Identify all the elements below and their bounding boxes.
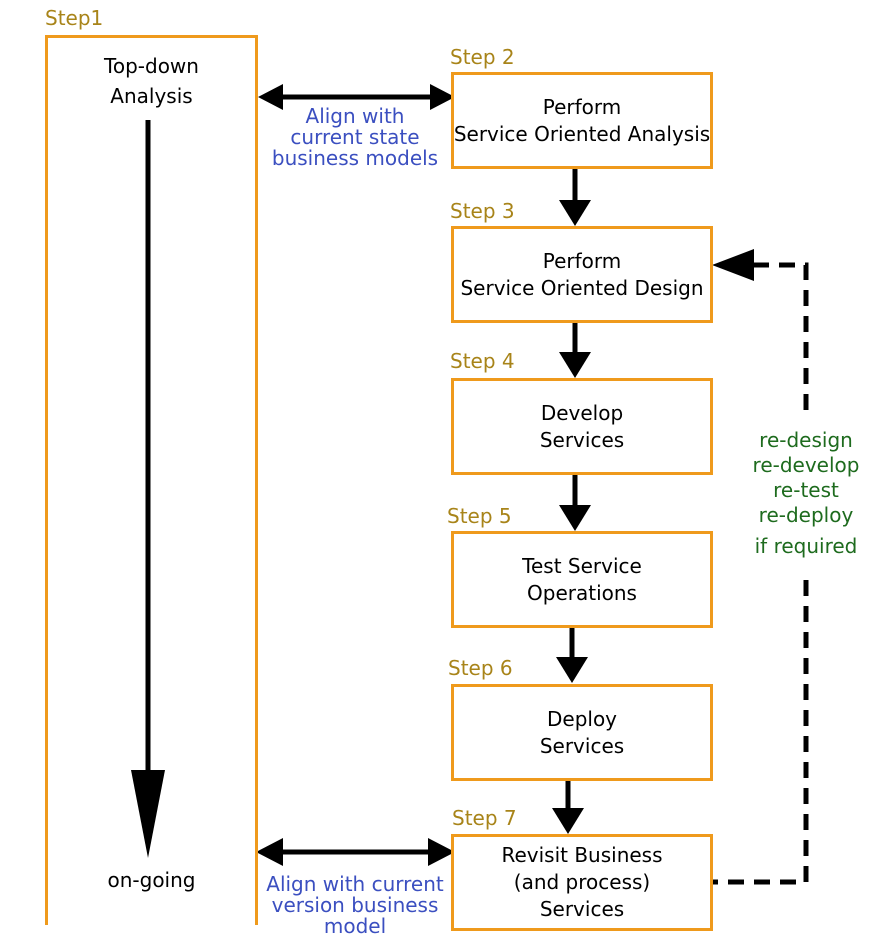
step7-line1: Revisit Business xyxy=(501,843,663,867)
step7-line3: Services xyxy=(539,897,625,921)
align-bottom-line2: version business xyxy=(271,893,439,917)
flow-arrow-5-6 xyxy=(556,628,588,683)
align-bottom-label: Align with current version business mode… xyxy=(262,874,448,937)
flow-arrow-2-3 xyxy=(559,168,591,226)
step1-title-line2: Analysis xyxy=(110,84,193,108)
loop-redevelop: re-develop xyxy=(752,453,860,477)
step7-box: Revisit Business (and process) Services xyxy=(451,834,713,931)
bottom-double-arrow-left-head xyxy=(256,838,283,866)
top-double-arrow-left-head xyxy=(258,84,283,110)
step5-line1: Test Service xyxy=(522,553,642,578)
feedback-loop-label: re-design re-develop re-test re-deploy i… xyxy=(738,428,874,559)
feedback-loop-arrow-head xyxy=(712,249,754,281)
feedback-loop-upper xyxy=(752,262,809,410)
step1-label: Step1 xyxy=(45,6,104,30)
flow-arrow-3-4 xyxy=(559,322,591,378)
timeline-arrow-head xyxy=(131,770,165,858)
step2-line2: Service Oriented Analysis xyxy=(453,121,711,146)
align-bottom-line3: model xyxy=(323,914,387,938)
step6-line2: Services xyxy=(539,733,625,758)
top-double-arrow-right-head xyxy=(430,84,455,110)
step3-line1: Perform xyxy=(542,248,622,273)
step1-title-line1: Top-down xyxy=(104,54,199,78)
loop-if-required: if required xyxy=(754,534,858,558)
step4-line1: Develop xyxy=(540,400,624,425)
step2-box: Perform Service Oriented Analysis xyxy=(451,72,713,169)
step7-label: Step 7 xyxy=(452,806,517,830)
step7-line2: (and process) xyxy=(513,870,651,894)
step1-ongoing: on-going xyxy=(107,868,196,892)
align-top-line3: business models xyxy=(271,146,439,170)
align-top-label: Align with current state business models xyxy=(266,106,444,169)
step4-line2: Services xyxy=(539,427,625,452)
align-top-line2: current state xyxy=(290,125,420,149)
loop-redeploy: re-deploy xyxy=(758,503,854,527)
loop-redesign: re-design xyxy=(759,428,853,452)
step2-label: Step 2 xyxy=(450,45,515,69)
loop-retest: re-test xyxy=(773,478,839,502)
align-bottom-line1: Align with current xyxy=(266,872,444,896)
step1-title: Top-down Analysis xyxy=(48,51,255,111)
feedback-loop-lower xyxy=(712,580,809,885)
step6-box: Deploy Services xyxy=(451,684,713,781)
step6-label: Step 6 xyxy=(448,656,513,680)
step4-box: Develop Services xyxy=(451,378,713,475)
step3-line2: Service Oriented Design xyxy=(460,275,704,300)
step5-box: Test Service Operations xyxy=(451,531,713,628)
step6-line1: Deploy xyxy=(546,706,618,731)
step4-label: Step 4 xyxy=(450,349,515,373)
step3-box: Perform Service Oriented Design xyxy=(451,226,713,323)
flow-arrow-6-7 xyxy=(552,780,584,834)
step1-bottom-text: on-going xyxy=(48,865,255,895)
step3-label: Step 3 xyxy=(450,199,515,223)
step5-label: Step 5 xyxy=(447,504,512,528)
flow-arrow-4-5 xyxy=(559,475,591,531)
step2-line1: Perform xyxy=(542,94,622,119)
step1-column xyxy=(45,35,258,925)
align-top-line1: Align with xyxy=(305,104,405,128)
step5-line2: Operations xyxy=(527,580,637,605)
bottom-double-arrow-right-head xyxy=(428,838,455,866)
